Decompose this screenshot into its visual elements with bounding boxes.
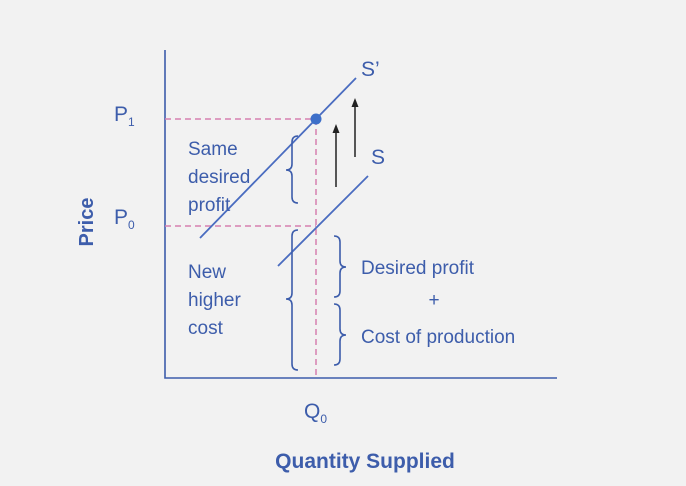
cost-of-production-brace — [333, 303, 347, 366]
x-axis-label: Quantity Supplied — [275, 450, 455, 473]
s-label: S — [371, 146, 385, 169]
axes-lines — [164, 50, 557, 379]
shift-arrow-right — [351, 98, 359, 157]
plus-sign: + — [428, 290, 439, 311]
new-cost-brace — [285, 229, 299, 371]
p0-label: P0 — [114, 206, 135, 232]
desired-profit-brace — [333, 235, 347, 298]
p1-label: P1 — [114, 103, 135, 129]
supply-curve-s — [277, 175, 369, 267]
q0-label: Q0 — [304, 400, 327, 426]
shift-arrow-left — [332, 124, 340, 187]
cost-of-production-text: Cost of production — [361, 327, 515, 348]
same-profit-brace — [285, 135, 299, 204]
desired-profit-text: Desired profit — [361, 258, 475, 279]
s-prime-label: S’ — [361, 58, 380, 81]
supply-curve-s-prime — [199, 77, 357, 239]
same-profit-text: Same desired profit — [188, 139, 256, 216]
equilibrium-point — [310, 113, 322, 125]
y-axis-label: Price — [76, 198, 98, 247]
new-cost-text: New higher cost — [188, 262, 246, 339]
